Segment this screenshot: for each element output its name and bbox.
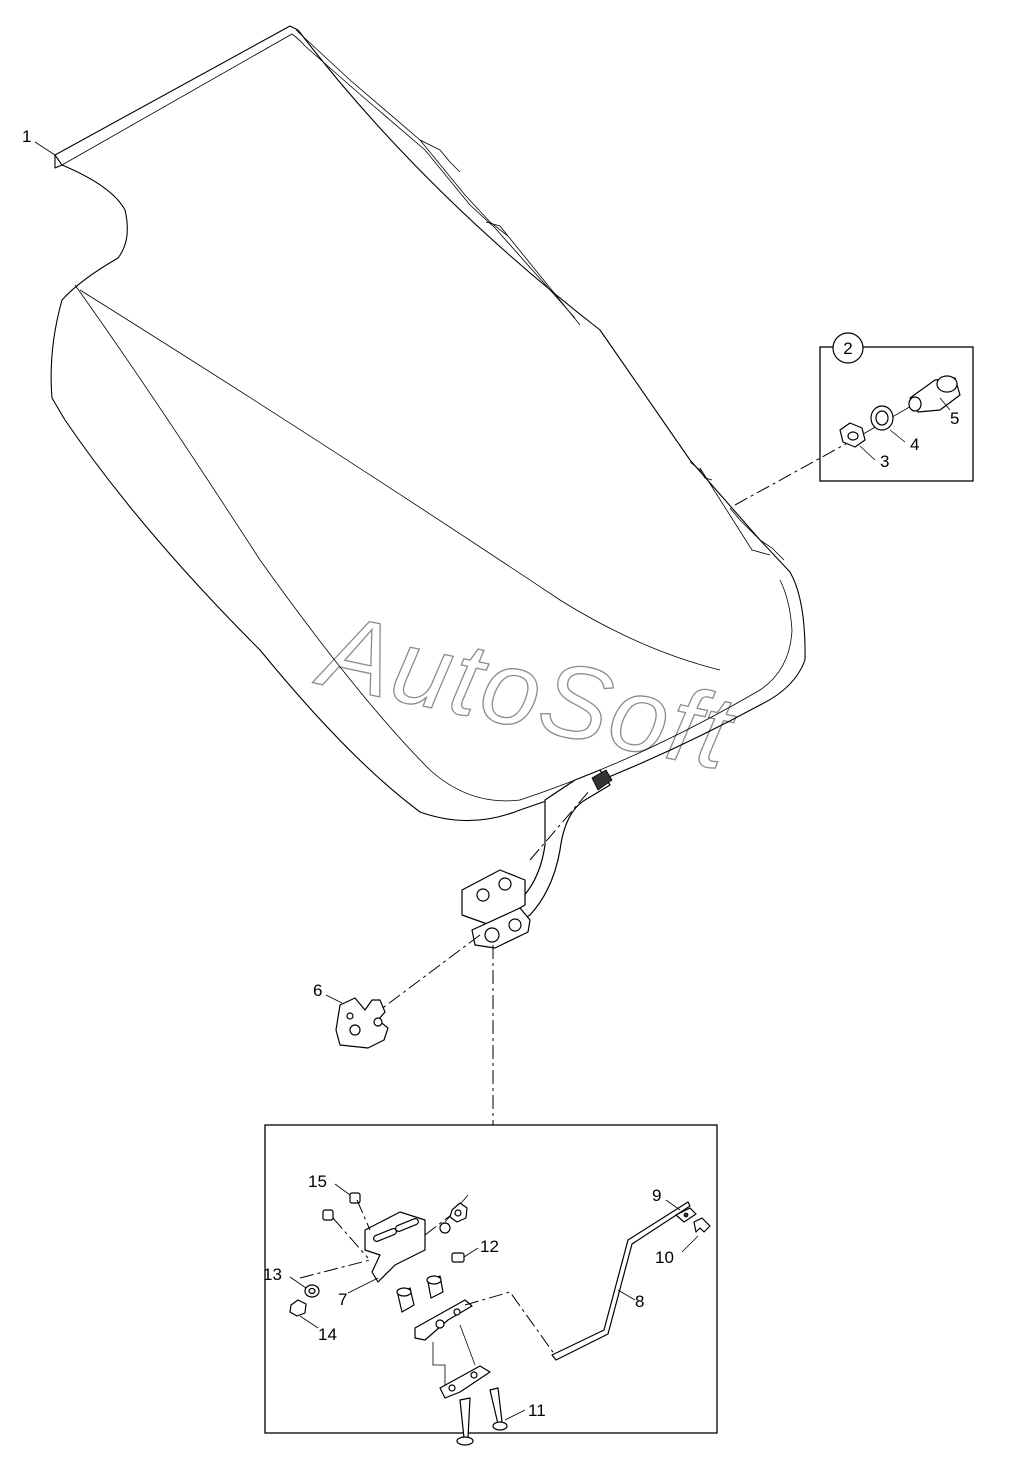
callout-4: 4 <box>910 435 919 454</box>
part-3-nut[interactable] <box>839 422 866 448</box>
part-7-hinge-bracket[interactable] <box>364 1211 426 1283</box>
part-5-lock-cylinder[interactable] <box>908 375 961 413</box>
hinge-lower-plate[interactable] <box>439 1365 491 1399</box>
tailgate-panel[interactable] <box>50 25 806 822</box>
part-12-pin[interactable] <box>451 1252 465 1263</box>
callout-14: 14 <box>318 1325 337 1344</box>
callout-6: 6 <box>313 981 322 1000</box>
inset-box-2 <box>819 346 974 482</box>
part-nut-top[interactable] <box>439 1202 468 1234</box>
part-4-washer[interactable] <box>870 405 894 431</box>
callout-12: 12 <box>480 1237 499 1256</box>
part-14-bolt[interactable] <box>289 1299 307 1317</box>
watermark-text: AutoSoft <box>307 591 745 792</box>
hinge-link-plate[interactable] <box>414 1299 473 1341</box>
hinge-plate-6[interactable] <box>335 997 389 1049</box>
hinge-assembly-installed[interactable] <box>461 769 613 949</box>
part-15-bushing[interactable] <box>322 1192 361 1221</box>
callout-7: 7 <box>338 1290 347 1309</box>
part-13-washer[interactable] <box>304 1284 320 1298</box>
part-8-support-rod[interactable] <box>551 1201 691 1361</box>
part-11-bolts[interactable] <box>456 1387 508 1446</box>
callout-2: 2 <box>843 339 852 358</box>
callout-8: 8 <box>635 1292 644 1311</box>
callout-13: 13 <box>263 1265 282 1284</box>
callout-15: 15 <box>308 1172 327 1191</box>
callout-1: 1 <box>22 127 31 146</box>
part-10-retainer[interactable] <box>693 1217 711 1233</box>
callout-3: 3 <box>880 452 889 471</box>
hinge-bushings[interactable] <box>396 1275 444 1313</box>
inset-2-badge <box>832 332 864 364</box>
callout-11: 11 <box>528 1401 546 1420</box>
hinge-detail-box <box>264 1124 718 1434</box>
callout-5: 5 <box>950 409 959 428</box>
callout-9: 9 <box>652 1186 661 1205</box>
callout-10: 10 <box>655 1248 674 1267</box>
part-9-clip[interactable] <box>675 1207 697 1223</box>
